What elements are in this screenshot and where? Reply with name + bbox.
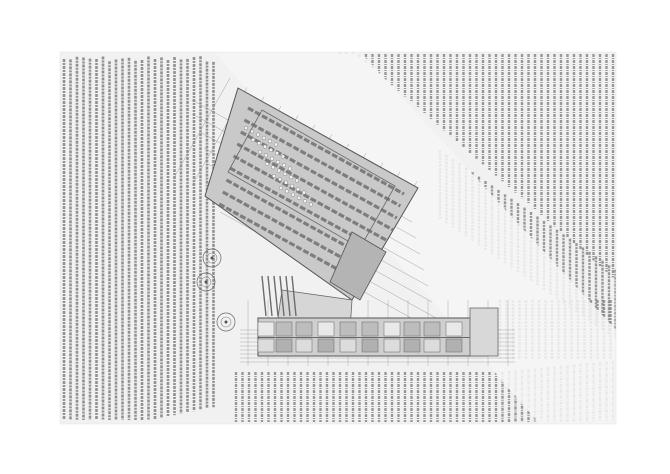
room-cell [403,338,421,353]
tank-mark [243,125,248,130]
tank-mark [278,177,283,182]
tank-mark [290,183,295,188]
east-wing-extension [469,307,499,357]
tank-mark [296,187,301,192]
sheet-border [59,51,617,425]
tank-mark [250,137,255,142]
room-cell [275,321,293,337]
room-cell [423,338,441,353]
ramp-line [279,275,285,317]
room-cell [295,321,313,337]
room-cell [383,321,401,337]
room-cell [339,321,357,337]
room-cell [317,338,335,353]
grid-line [174,77,231,177]
tank-mark [289,175,294,180]
room-cell [383,338,401,353]
tank-mark [291,192,296,197]
room-cell [257,338,275,353]
room-cell [423,321,441,337]
tank-mark [271,165,276,170]
tank-row [243,118,402,208]
tank-mark [258,149,263,154]
room-cell [257,321,275,337]
tank-mark [281,154,286,159]
tree-icon [216,312,236,332]
tank-mark [285,189,290,194]
tank-mark [295,178,300,183]
ramp-line [285,275,291,317]
tank-mark [270,156,275,161]
tank-row [247,106,405,196]
tank-mark [262,135,267,140]
tree-icon [196,272,216,292]
room-cell [361,321,379,337]
tank-mark [268,139,273,144]
tank-row [236,142,394,232]
tank-mark [302,190,307,195]
tank-mark [288,166,293,171]
courtyard-trees [196,248,236,332]
tank-mark [276,159,281,164]
tank-mark [274,142,279,147]
north-wing-service-core [329,231,387,301]
room-cell [317,321,335,337]
tank-mark [264,153,269,158]
tank-mark [309,202,314,207]
north-wing-building [204,87,419,301]
tank-mark [297,195,302,200]
tank-mark [256,132,261,137]
east-wing-building [257,307,499,357]
ramp-line [273,275,279,317]
room-cell [339,338,357,353]
tank-mark [279,185,284,190]
tank-mark [263,144,268,149]
ramp-line [291,275,297,317]
tank-mark [257,141,262,146]
tank-mark [265,161,270,166]
room-cell [403,321,421,337]
tank-mark [272,173,277,178]
tank-mark [303,199,308,204]
tank-mark [275,151,280,156]
tank-mark [283,171,288,176]
room-cell [445,321,463,337]
room-cell [295,338,313,353]
tank-mark [269,147,274,152]
room-cell [275,338,293,353]
tank-row [232,154,391,244]
ramp-lines [261,275,297,317]
ramp-line [267,275,273,317]
tank-mark [277,168,282,173]
room-cell [445,338,463,353]
tree-icon [202,248,222,268]
vineyard-left-field [62,56,215,420]
tank-mark [282,163,287,168]
room-cell [361,338,379,353]
ramp-line [261,275,267,317]
tank-mark [284,180,289,185]
